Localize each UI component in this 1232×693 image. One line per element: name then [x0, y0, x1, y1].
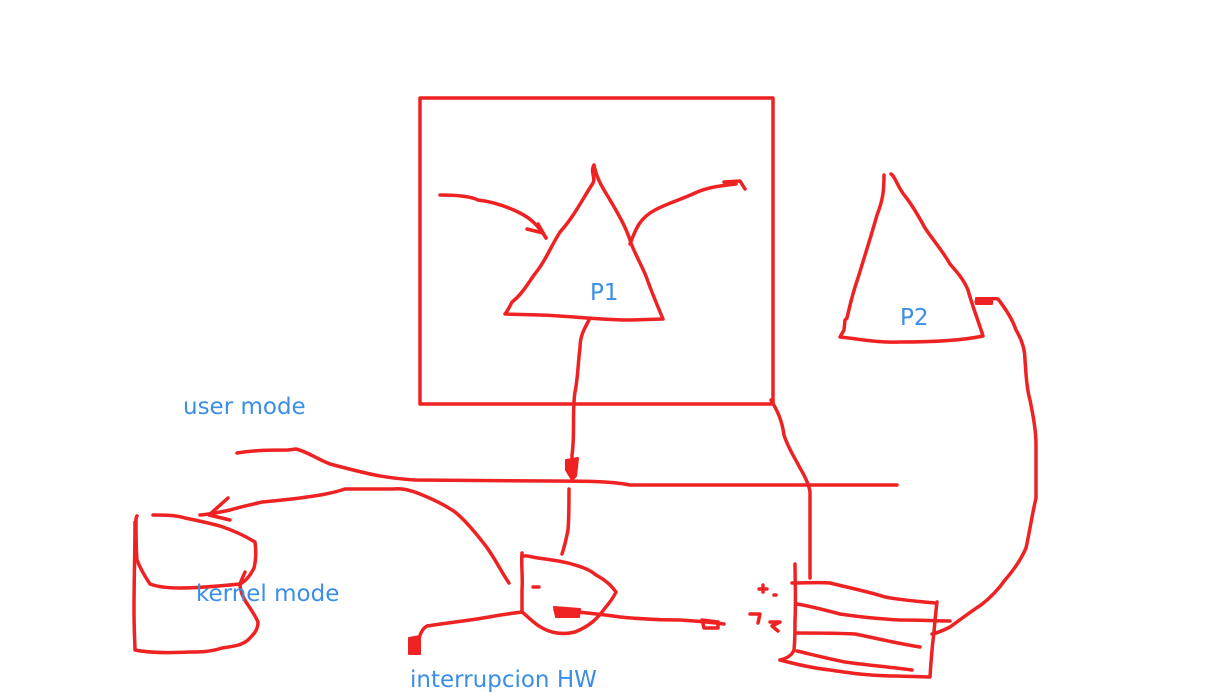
interrupt-table-row-3	[795, 631, 922, 649]
p2-return-tab	[975, 297, 993, 305]
kernel-block-lower	[132, 520, 260, 655]
kernel-mode-label: kernel mode	[196, 581, 340, 607]
handler-to-irq-line	[416, 610, 524, 652]
handler-to-kernel-arrowhead	[207, 496, 232, 522]
boundary-to-handler-line	[560, 487, 571, 556]
p1-incoming-arrow	[438, 193, 548, 240]
interrupt-table-row-4	[795, 649, 914, 672]
interrupt-table-mark-2	[748, 612, 782, 633]
interrupt-table-row-2	[795, 602, 952, 623]
interrupt-table-mark-1	[757, 583, 778, 597]
p1-outgoing-arrow	[628, 182, 738, 246]
handler-to-table-arrow-mark	[553, 606, 581, 618]
p1-incoming-arrowhead	[525, 222, 548, 240]
p1-container-box	[418, 96, 775, 406]
interrupt-table	[778, 562, 798, 662]
user-mode-label: user mode	[183, 394, 306, 420]
p1-label: P1	[590, 280, 619, 306]
p1-outgoing-arrowhead	[722, 179, 747, 191]
interrupt-table-right	[778, 600, 939, 679]
interrupt-handler-shape	[519, 551, 618, 636]
interrupt-label: interrupcion HW	[410, 667, 597, 693]
p2-triangle	[838, 172, 985, 344]
p2-return-curve	[930, 296, 1038, 636]
interrupt-table-row-1	[790, 580, 937, 605]
box-to-table-line	[769, 398, 812, 580]
p1-syscall-arrowhead	[565, 457, 579, 481]
p1-syscall-line	[570, 318, 591, 480]
irq-source-mark	[408, 635, 421, 655]
handler-to-kernel-curve	[198, 487, 511, 585]
mode-boundary-line	[235, 447, 899, 487]
p1-triangle	[503, 163, 665, 322]
kernel-block-shape	[134, 513, 258, 590]
p2-label: P2	[900, 305, 929, 331]
handler-to-table-arrowhead	[700, 618, 720, 630]
